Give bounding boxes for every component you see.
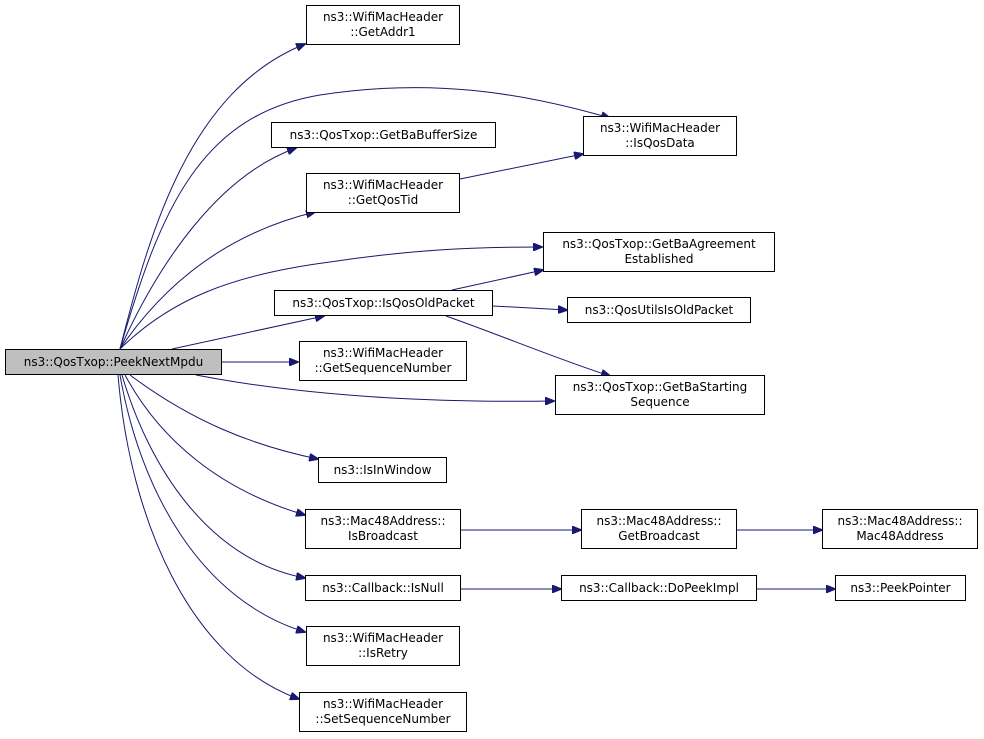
node-mac48-address[interactable]: ns3::Mac48Address:: Mac48Address — [822, 509, 978, 549]
edge-get-qos-tid-to-is-qos-data — [459, 154, 583, 180]
node-label: ns3::WifiMacHeader — [322, 178, 444, 192]
node-label: ns3::WifiMacHeader — [322, 697, 444, 711]
node-label: ns3::QosTxop::GetBaStarting — [572, 380, 748, 394]
edge-peek-next-mpdu-to-is-in-window — [129, 374, 318, 459]
node-label: Established — [624, 252, 694, 266]
node-label: ns3::QosTxop::GetBaBufferSize — [289, 127, 478, 142]
node-label: Mac48Address — [856, 529, 944, 543]
node-is-retry[interactable]: ns3::WifiMacHeader ::IsRetry — [306, 626, 460, 666]
node-qos-utils-is-old-packet[interactable]: ns3::QosUtilsIsOldPacket — [567, 297, 751, 323]
edge-peek-next-mpdu-to-get-addr1 — [119, 44, 305, 350]
node-label: ns3::IsInWindow — [333, 462, 432, 477]
node-set-sequence-number[interactable]: ns3::WifiMacHeader ::SetSequenceNumber — [299, 692, 467, 732]
node-label: IsBroadcast — [348, 529, 418, 543]
node-callback-do-peek-impl[interactable]: ns3::Callback::DoPeekImpl — [561, 575, 757, 601]
node-get-ba-starting-sequence[interactable]: ns3::QosTxop::GetBaStarting Sequence — [555, 375, 765, 415]
node-label: ns3::Callback::IsNull — [322, 580, 444, 595]
edge-peek-next-mpdu-to-is-qos-data — [119, 87, 610, 350]
node-get-ba-buffer-size[interactable]: ns3::QosTxop::GetBaBufferSize — [271, 122, 496, 148]
node-label: ns3::Callback::DoPeekImpl — [579, 580, 739, 595]
node-get-sequence-number[interactable]: ns3::WifiMacHeader ::GetSequenceNumber — [299, 341, 467, 381]
node-get-broadcast[interactable]: ns3::Mac48Address:: GetBroadcast — [581, 509, 737, 549]
node-label: ::GetSequenceNumber — [314, 361, 452, 375]
edge-is-qos-old-packet-to-get-ba-starting-sequence — [445, 315, 610, 376]
node-label: ns3::Mac48Address:: — [320, 514, 446, 528]
node-label: ::GetQosTid — [347, 193, 419, 207]
node-callback-is-null[interactable]: ns3::Callback::IsNull — [305, 575, 461, 601]
node-is-qos-data[interactable]: ns3::WifiMacHeader ::IsQosData — [583, 116, 737, 156]
node-label: Sequence — [630, 395, 690, 409]
node-label: ns3::WifiMacHeader — [322, 10, 444, 24]
node-peek-pointer[interactable]: ns3::PeekPointer — [835, 575, 966, 601]
node-label: ns3::WifiMacHeader — [322, 631, 444, 645]
node-label: ::IsRetry — [358, 646, 408, 660]
node-label: ns3::PeekPointer — [850, 580, 951, 595]
edge-peek-next-mpdu-to-is-retry — [119, 374, 305, 632]
node-get-ba-agreement-established[interactable]: ns3::QosTxop::GetBaAgreement Established — [543, 232, 775, 272]
edge-is-qos-old-packet-to-get-ba-agreement-established — [451, 270, 543, 291]
node-label: GetBroadcast — [618, 529, 700, 543]
node-get-addr1[interactable]: ns3::WifiMacHeader ::GetAddr1 — [306, 5, 460, 45]
edge-peek-next-mpdu-to-get-ba-agreement-established — [119, 247, 542, 350]
node-label: ns3::WifiMacHeader — [322, 346, 444, 360]
node-label: ns3::QosTxop::IsQosOldPacket — [292, 295, 475, 310]
node-label: ns3::Mac48Address:: — [837, 514, 963, 528]
node-label: ns3::WifiMacHeader — [599, 121, 721, 135]
node-is-qos-old-packet[interactable]: ns3::QosTxop::IsQosOldPacket — [274, 290, 493, 316]
node-peek-next-mpdu[interactable]: ns3::QosTxop::PeekNextMpdu — [5, 349, 222, 375]
edge-peek-next-mpdu-to-get-ba-starting-sequence — [195, 374, 554, 401]
edge-peek-next-mpdu-to-is-broadcast — [124, 374, 305, 515]
node-label: ns3::QosTxop::PeekNextMpdu — [23, 354, 204, 369]
node-label: ::IsQosData — [625, 136, 695, 150]
edge-peek-next-mpdu-to-get-ba-buffer-size — [119, 148, 296, 350]
edge-peek-next-mpdu-to-get-qos-tid — [119, 212, 315, 350]
node-label: ::GetAddr1 — [350, 25, 416, 39]
edge-peek-next-mpdu-to-callback-is-null — [121, 374, 305, 578]
node-label: ns3::Mac48Address:: — [596, 514, 722, 528]
edge-peek-next-mpdu-to-is-qos-old-packet — [171, 316, 324, 350]
node-is-broadcast[interactable]: ns3::Mac48Address:: IsBroadcast — [305, 509, 461, 549]
node-is-in-window[interactable]: ns3::IsInWindow — [318, 457, 447, 483]
edge-is-qos-old-packet-to-qos-utils-is-old-packet — [492, 305, 567, 310]
node-label: ns3::QosUtilsIsOldPacket — [584, 302, 734, 317]
node-label: ::SetSequenceNumber — [315, 712, 451, 726]
edge-peek-next-mpdu-to-set-sequence-number — [117, 374, 299, 699]
node-label: ns3::QosTxop::GetBaAgreement — [562, 237, 756, 251]
node-get-qos-tid[interactable]: ns3::WifiMacHeader ::GetQosTid — [306, 173, 460, 213]
